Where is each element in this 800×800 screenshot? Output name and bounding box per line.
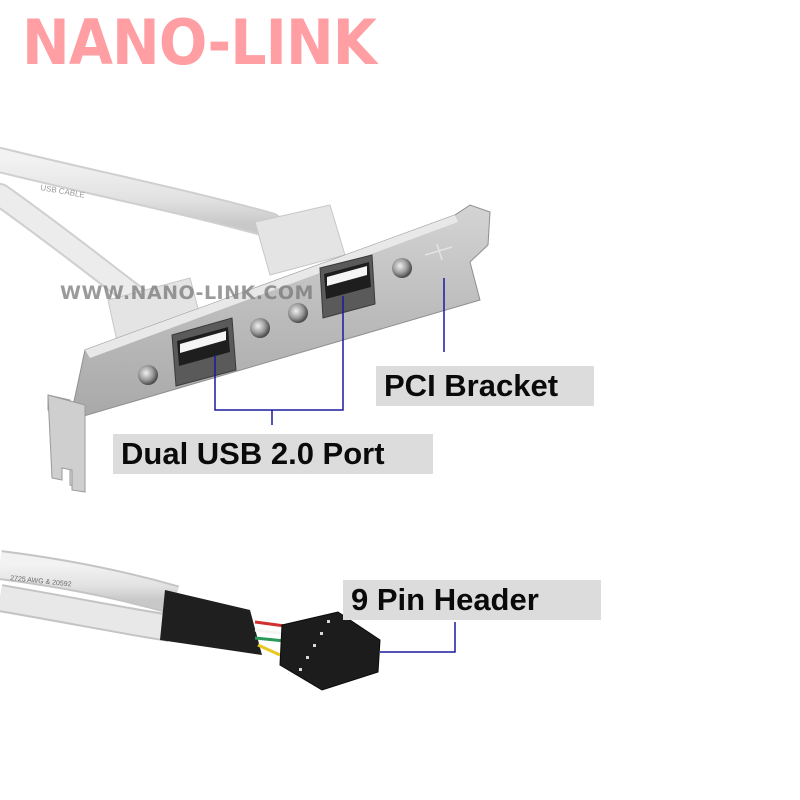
- callout-usb-port: Dual USB 2.0 Port: [113, 434, 433, 474]
- header-cable: 2725 AWG & 20592: [0, 550, 381, 691]
- usb-port-2: [319, 254, 376, 319]
- usb-port-1: [171, 317, 237, 387]
- callout-pci-bracket: PCI Bracket: [376, 366, 594, 406]
- callout-pin-header: 9 Pin Header: [343, 580, 601, 620]
- watermark: WWW.NANO-LINK.COM: [60, 282, 314, 304]
- brand-logo: NANO-LINK: [22, 6, 377, 79]
- bracket-screws: [138, 258, 412, 385]
- leader-lines: [214, 278, 456, 653]
- usb-cable-upper: USB CABLE: [0, 147, 283, 312]
